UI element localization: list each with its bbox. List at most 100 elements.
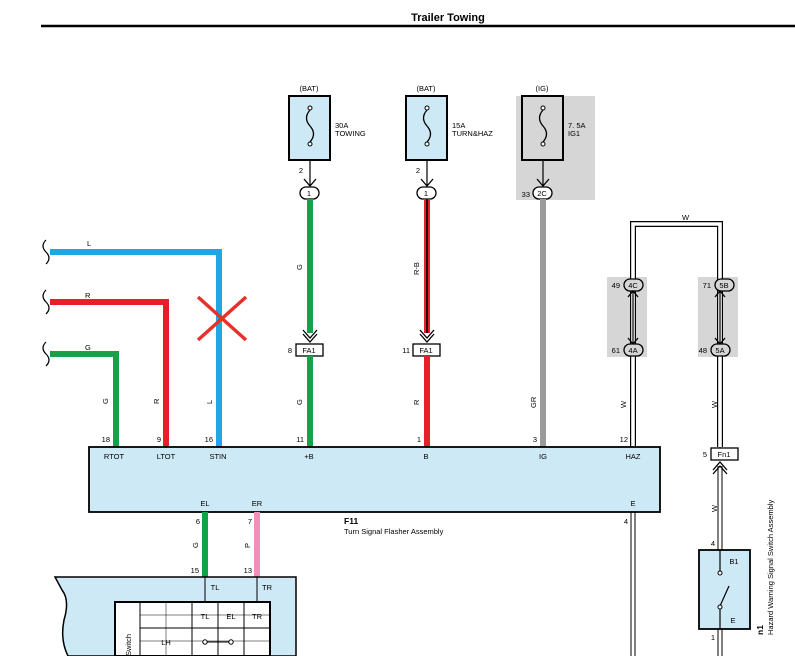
- term-haz-pin: 12: [620, 435, 628, 444]
- fuse-turnhaz-name: TURN&HAZ: [452, 129, 493, 138]
- term-ltot-pin: 9: [157, 435, 161, 444]
- term-rtot-name: RTOT: [104, 452, 125, 461]
- haz-sw-contact-bottom: [717, 604, 723, 610]
- wire-g-label: G: [85, 343, 91, 352]
- ts-pin-tr: 13: [244, 566, 252, 575]
- haz-sw-e: E: [730, 616, 735, 625]
- fuse-ig1-pin: 33: [522, 190, 530, 199]
- fn1-arrow: [712, 461, 728, 475]
- fa1-left-label: FA1: [302, 346, 315, 355]
- term-stin-name: STIN: [209, 452, 226, 461]
- haz-sw-pin-top: 4: [711, 539, 715, 548]
- fuse-towing-connector: 1: [307, 189, 311, 198]
- term-e-name: E: [630, 499, 635, 508]
- fuse-ig1: (IG) 7. 5A IG1 33 2C: [521, 84, 586, 200]
- fa1-arrow-left: [302, 329, 318, 343]
- wire-l: [50, 249, 222, 447]
- wire-b-label: R: [412, 399, 421, 405]
- fn1-pin: 5: [703, 450, 707, 459]
- haz-sw-wire-label: W: [710, 504, 719, 512]
- fa1-right-label: FA1: [419, 346, 432, 355]
- fuse-ig1-name: IG1: [568, 129, 580, 138]
- fuse-towing-rating: 30A: [335, 121, 348, 130]
- term-er-name: ER: [252, 499, 263, 508]
- jr-bottom-conn: 5A: [715, 346, 724, 355]
- jl-top-conn: 4C: [628, 281, 638, 290]
- disconnect-x-mark: [196, 295, 248, 342]
- fuse-towing-pin: 2: [299, 166, 303, 175]
- fuse-towing-source: (BAT): [299, 84, 319, 93]
- turn-switch-table: TL EL TR LH Switch: [114, 601, 271, 657]
- jl-bottom-conn: 4A: [628, 346, 637, 355]
- fa1-arrow-right: [419, 329, 435, 343]
- fuse-turnhaz-pin: 2: [416, 166, 420, 175]
- jr-top-pin: 71: [703, 281, 711, 290]
- fuse-turnhaz-rating: 15A: [452, 121, 465, 130]
- term-ig-pin: 3: [533, 435, 537, 444]
- fuse-towing-name: TOWING: [335, 129, 366, 138]
- flasher-module: [88, 446, 661, 513]
- junction-left: 4C 49 4A 61: [612, 278, 644, 357]
- cut-mark-l: [42, 239, 50, 265]
- wire-towing-label: G: [295, 264, 304, 270]
- rtot-wire-label: G: [101, 398, 110, 404]
- wire-ig-label: GR: [529, 396, 538, 408]
- ltot-wire-label: R: [152, 398, 161, 404]
- wire-r-label: R: [85, 291, 91, 300]
- fuse-ig1-connector: 2C: [537, 189, 547, 198]
- fuse-turn-haz: (BAT) 15A TURN&HAZ 2 1: [405, 84, 493, 200]
- el-pin: 6: [196, 517, 200, 526]
- hazard-switch-box: [698, 549, 751, 630]
- wire-g: [50, 351, 119, 447]
- haz-sw-name: Hazard Warning Signal Switch Assembly: [766, 500, 775, 635]
- cut-mark-g: [42, 341, 50, 367]
- term-ig-name: IG: [539, 452, 547, 461]
- ts-row-lh: LH: [161, 638, 171, 647]
- ts-label: Switch: [124, 634, 133, 656]
- ts-name-tl: TL: [211, 583, 220, 592]
- haz-top-wire-label: W: [682, 213, 690, 222]
- term-el-name: EL: [200, 499, 209, 508]
- er-wire-label: P: [243, 543, 252, 548]
- wire-r: [50, 299, 169, 447]
- el-wire-label: G: [191, 542, 200, 548]
- flasher-id: F11: [344, 516, 358, 526]
- wire-b-plus-label: G: [295, 399, 304, 405]
- haz-sw-blade: [719, 585, 730, 607]
- junction-right: 5B 71 5A 48: [699, 278, 735, 357]
- term-bplus-pin: 11: [296, 435, 304, 444]
- jr-bottom-pin: 48: [699, 346, 707, 355]
- haz-sw-id: n1: [755, 625, 765, 635]
- cut-mark-r: [42, 289, 50, 315]
- jl-wire-label: W: [619, 400, 628, 408]
- haz-sw-b1: B1: [729, 557, 738, 566]
- ts-pin-tl: 15: [191, 566, 199, 575]
- fn1-label: Fn1: [718, 450, 731, 459]
- term-bplus-name: +B: [304, 452, 313, 461]
- wire-turnhaz-label: R-B: [412, 262, 421, 275]
- haz-sw-pin-bottom: 1: [711, 633, 715, 642]
- fuse-turnhaz-connector: 1: [424, 189, 428, 198]
- fuse-ig1-rating: 7. 5A: [568, 121, 586, 130]
- jr-top-conn: 5B: [719, 281, 728, 290]
- fuse-ig1-source: (IG): [536, 84, 549, 93]
- fa1-right-pin: 11: [402, 346, 410, 355]
- haz-sw-contact-top: [717, 570, 723, 576]
- jl-top-pin: 49: [612, 281, 620, 290]
- fa1-left-pin: 8: [288, 346, 292, 355]
- diagram-title: Trailer Towing: [411, 12, 485, 24]
- fn1-connector: [710, 447, 739, 461]
- fuse-towing: (BAT) 30A TOWING 2 1: [288, 84, 366, 200]
- ts-name-tr: TR: [262, 583, 273, 592]
- e-pin: 4: [624, 517, 628, 526]
- stin-wire-label: L: [205, 400, 214, 404]
- er-pin: 7: [248, 517, 252, 526]
- wire-l-label: L: [87, 239, 91, 248]
- term-haz-name: HAZ: [626, 452, 641, 461]
- ts-header-tr: TR: [252, 612, 263, 621]
- term-rtot-pin: 18: [102, 435, 110, 444]
- ts-header-el: EL: [226, 612, 235, 621]
- flasher-name: Turn Signal Flasher Assembly: [344, 527, 444, 536]
- fuse-turnhaz-source: (BAT): [416, 84, 436, 93]
